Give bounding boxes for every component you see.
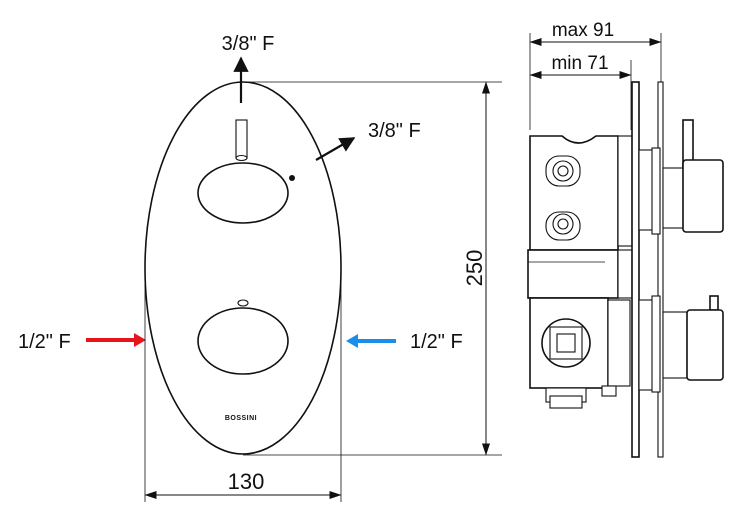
cold-inlet-arrowhead-icon	[346, 334, 358, 348]
lower-handle	[197, 307, 289, 375]
arrow-up-right-icon	[315, 137, 356, 161]
outlet-side-label: 3/8" F	[368, 120, 421, 142]
outlet-port-lower	[545, 211, 581, 241]
upper-handle	[197, 162, 289, 224]
depth-max-dimension	[529, 33, 662, 130]
diverter-stem	[235, 119, 248, 159]
front-view: BOSSINI 3/8" F 3/8" F 1/2" F 1/2" F 130 …	[18, 33, 502, 502]
brand-label: BOSSINI	[225, 415, 257, 422]
width-label: 130	[228, 469, 265, 494]
side-view: max 91 min 71	[527, 20, 724, 458]
height-label: 250	[462, 250, 487, 287]
inlet-right-label: 1/2" F	[410, 331, 463, 353]
wall-plate	[631, 81, 640, 458]
depth-min-label: min 71	[551, 53, 608, 74]
lower-handle-nub	[237, 299, 249, 307]
hot-inlet-arrowhead-icon	[134, 333, 146, 347]
outlet-port-upper	[545, 155, 581, 187]
inlet-connection	[541, 318, 617, 409]
width-dimension	[144, 270, 342, 502]
outlet-top-label: 3/8" F	[222, 33, 275, 55]
indicator-dot	[289, 175, 295, 181]
height-dimension	[243, 81, 502, 456]
depth-min-dimension	[529, 60, 632, 130]
depth-max-label: max 91	[552, 20, 614, 41]
wall-plate-front	[657, 81, 664, 458]
inlet-left-label: 1/2" F	[18, 331, 71, 353]
lower-spindle	[638, 295, 724, 393]
diverter-stem-cap	[235, 154, 248, 162]
upper-spindle	[638, 119, 724, 235]
